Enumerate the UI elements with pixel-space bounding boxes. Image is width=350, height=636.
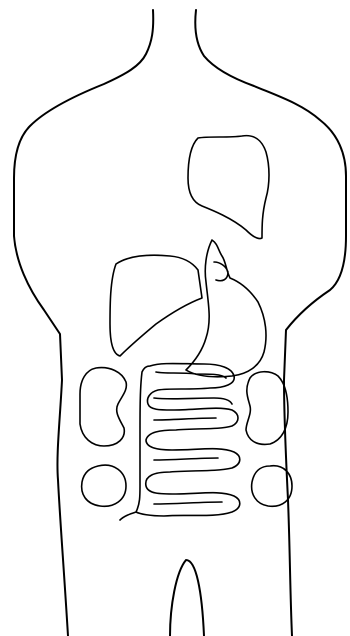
torso-outline [14,10,346,636]
heart [188,136,269,239]
right-kidney [246,372,288,445]
stomach [186,240,266,377]
small-intestine [120,364,240,521]
left-kidney [80,368,126,446]
liver [110,255,202,356]
left-ovary [82,465,126,506]
